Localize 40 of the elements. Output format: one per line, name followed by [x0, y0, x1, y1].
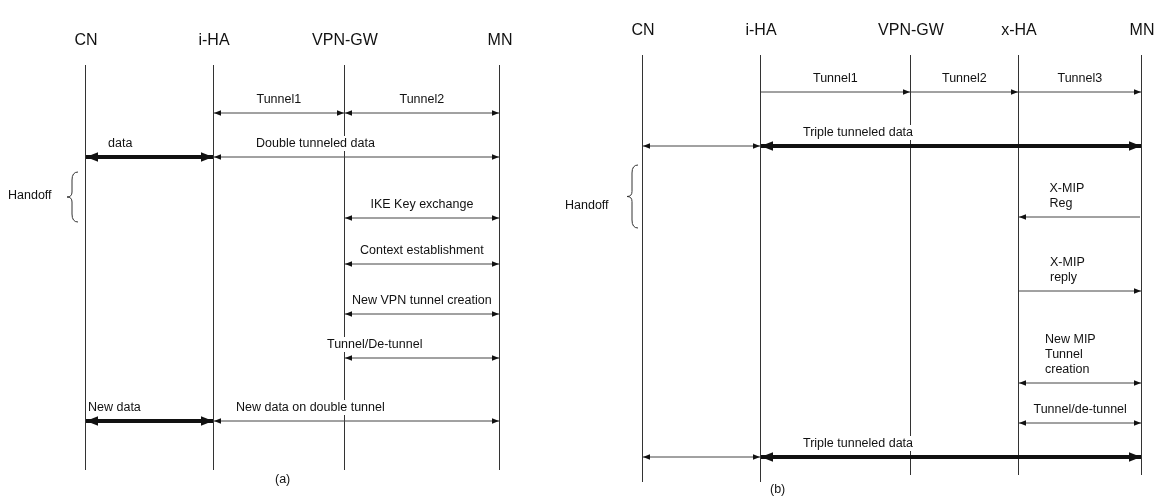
panel-caption: (a)	[275, 472, 291, 486]
arrow	[761, 141, 1141, 151]
participant-name: MN	[1128, 21, 1156, 39]
edge-label: New data on double tunnel	[234, 400, 387, 415]
arrow	[86, 152, 213, 162]
arrow	[1018, 420, 1142, 426]
participant-name: VPN-GW	[877, 21, 945, 39]
arrow	[344, 311, 500, 317]
edge-label: Triple tunneled data	[801, 436, 916, 451]
arrow	[760, 89, 911, 95]
arrow	[1018, 380, 1142, 386]
participant-name: VPN-GW	[311, 31, 379, 49]
arrow	[344, 110, 500, 116]
handoff-label: Handoff	[565, 198, 609, 212]
edge-label: Triple tunneled data	[801, 125, 916, 140]
participant-name: MN	[486, 31, 514, 49]
arrow	[86, 416, 213, 426]
panel-caption: (b)	[770, 482, 786, 496]
arrow	[213, 110, 345, 116]
arrow	[344, 261, 500, 267]
arrow	[1018, 89, 1142, 95]
arrow	[1018, 288, 1142, 294]
participant-name: i-HA	[744, 21, 778, 39]
arrow	[213, 154, 500, 160]
participant-name: x-HA	[1000, 21, 1038, 39]
arrow	[642, 454, 761, 460]
edge-label: Double tunneled data	[254, 136, 377, 151]
handoff-label: Handoff	[8, 188, 52, 202]
arrow	[344, 355, 500, 361]
participant-name: i-HA	[197, 31, 231, 49]
edge-label: IKE Key exchange	[368, 197, 476, 212]
participant-name: CN	[73, 31, 99, 49]
arrow	[910, 89, 1019, 95]
participant-name: CN	[630, 21, 656, 39]
arrow	[344, 215, 500, 221]
arrow	[213, 418, 500, 424]
arrow	[642, 143, 761, 149]
arrow	[1018, 214, 1141, 220]
arrow	[761, 452, 1141, 462]
edge-label: Tunnel/De-tunnel	[325, 337, 425, 352]
